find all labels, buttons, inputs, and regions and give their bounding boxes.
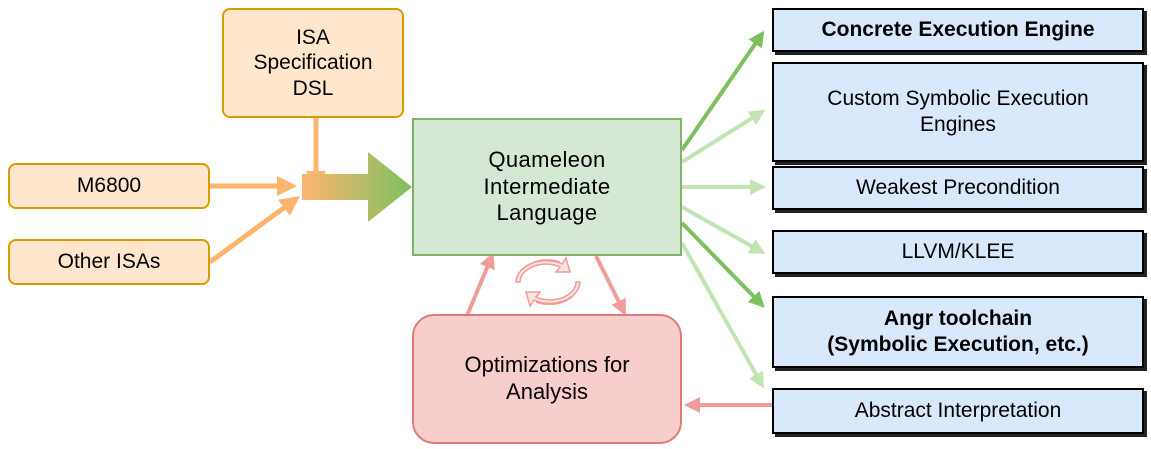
angr-toolchain-box: Angr toolchain (Symbolic Execution, etc.… (772, 296, 1144, 368)
optimizations-label: Optimizations for Analysis (464, 352, 630, 404)
quameleon-il-box: Quameleon Intermediate Language (412, 118, 682, 256)
abstract-interpretation-box: Abstract Interpretation (772, 388, 1144, 434)
merged-arrow (302, 152, 412, 222)
arrow-qil-to-angr (680, 221, 765, 308)
arrow-optimizations-to-qil (464, 252, 495, 319)
concrete-execution-engine-label: Concrete Execution Engine (821, 18, 1095, 42)
m6800-label: M6800 (76, 174, 142, 198)
other-isas-label: Other ISAs (57, 250, 161, 274)
arrow-qil-to-concrete (680, 30, 765, 152)
refresh-cycle-icon (515, 256, 581, 308)
arrow-qil-to-custom-symbolic (680, 109, 766, 164)
m6800-box: M6800 (8, 163, 210, 209)
custom-symbolic-execution-label: Custom Symbolic Execution Engines (827, 87, 1089, 136)
custom-symbolic-execution-box: Custom Symbolic Execution Engines (772, 62, 1144, 162)
arrow-qil-to-abstract-interp (680, 242, 764, 389)
arrow-qil-to-optimizations (594, 255, 626, 316)
angr-toolchain-label: Angr toolchain (Symbolic Execution, etc.… (827, 307, 1089, 356)
abstract-interpretation-label: Abstract Interpretation (854, 399, 1062, 423)
optimizations-box: Optimizations for Analysis (412, 314, 682, 444)
weakest-precondition-label: Weakest Precondition (856, 176, 1060, 200)
quameleon-il-label: Quameleon Intermediate Language (483, 146, 611, 226)
weakest-precondition-box: Weakest Precondition (772, 166, 1144, 210)
arrow-qil-to-llvm-klee (681, 205, 766, 254)
llvm-klee-box: LLVM/KLEE (772, 230, 1144, 274)
isa-specification-dsl-label: ISA Specification DSL (253, 25, 373, 100)
other-isas-box: Other ISAs (8, 239, 210, 285)
isa-specification-dsl-box: ISA Specification DSL (222, 8, 404, 118)
llvm-klee-label: LLVM/KLEE (901, 240, 1015, 264)
concrete-execution-engine-box: Concrete Execution Engine (772, 8, 1144, 52)
arrow-other-isas-to-merge (208, 196, 301, 265)
